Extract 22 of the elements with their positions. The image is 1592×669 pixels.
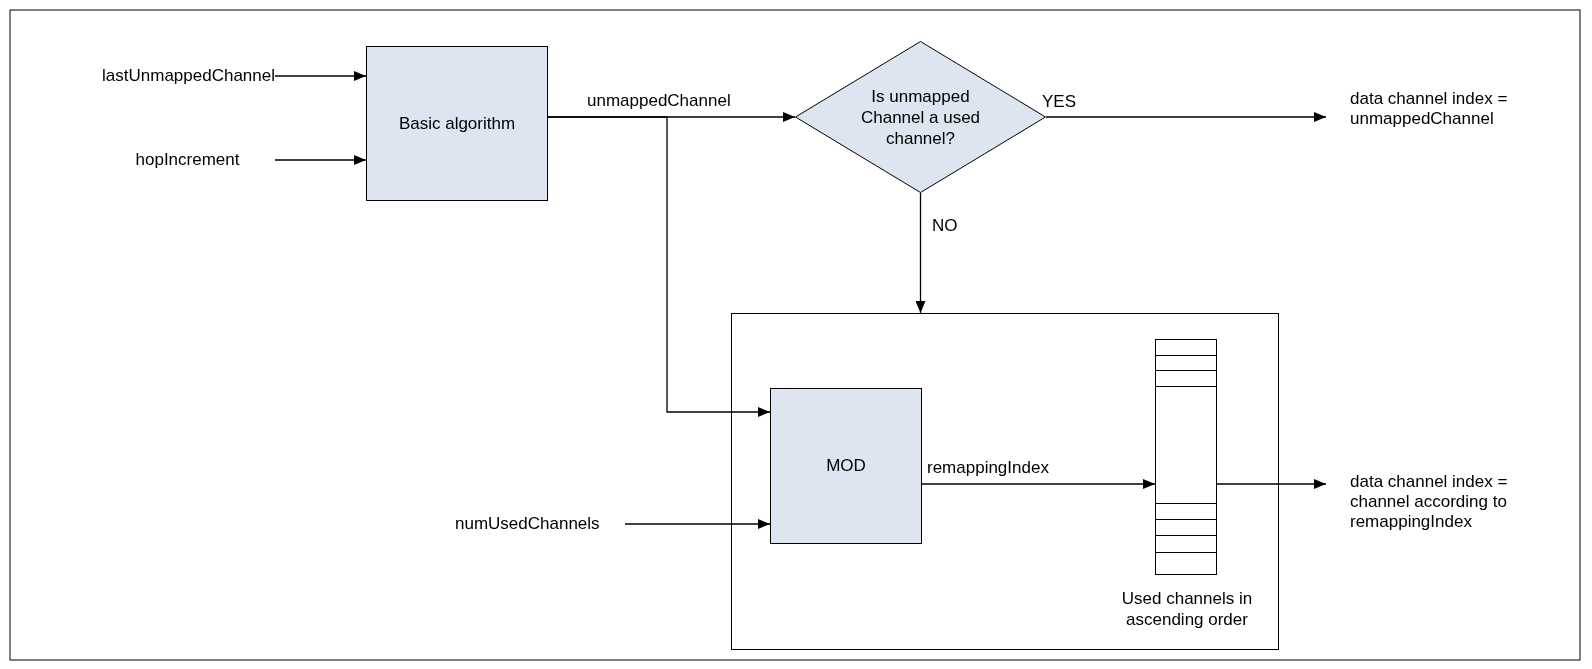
input-label: hopIncrement (134, 150, 241, 170)
edge-label: unmappedChannel (585, 91, 733, 111)
arrow (1045, 112, 1327, 122)
edge-label: remappingIndex (925, 458, 1051, 478)
arrow (274, 71, 367, 81)
process-box (366, 46, 548, 201)
input-label: numUsedChannels (455, 514, 601, 534)
arrow (915, 192, 926, 314)
process-label: MOD (826, 456, 866, 476)
output-label: data channel index = channel according to remappingIndex (1350, 472, 1509, 532)
arrow (921, 479, 1156, 489)
process-box (770, 388, 922, 544)
process-label: Basic algorithm (398, 113, 516, 134)
arrow (547, 116, 771, 417)
arrow (274, 155, 367, 165)
decision-label: Is unmapped Channel a used channel? (859, 85, 982, 149)
output-label: data channel index = unmappedChannel (1350, 89, 1509, 129)
group-box (731, 313, 1279, 650)
table-caption: Used channels in ascending order (1120, 588, 1254, 630)
arrow (624, 519, 771, 529)
arrow (1216, 479, 1327, 489)
input-label: lastUnmappedChannel (101, 66, 275, 86)
